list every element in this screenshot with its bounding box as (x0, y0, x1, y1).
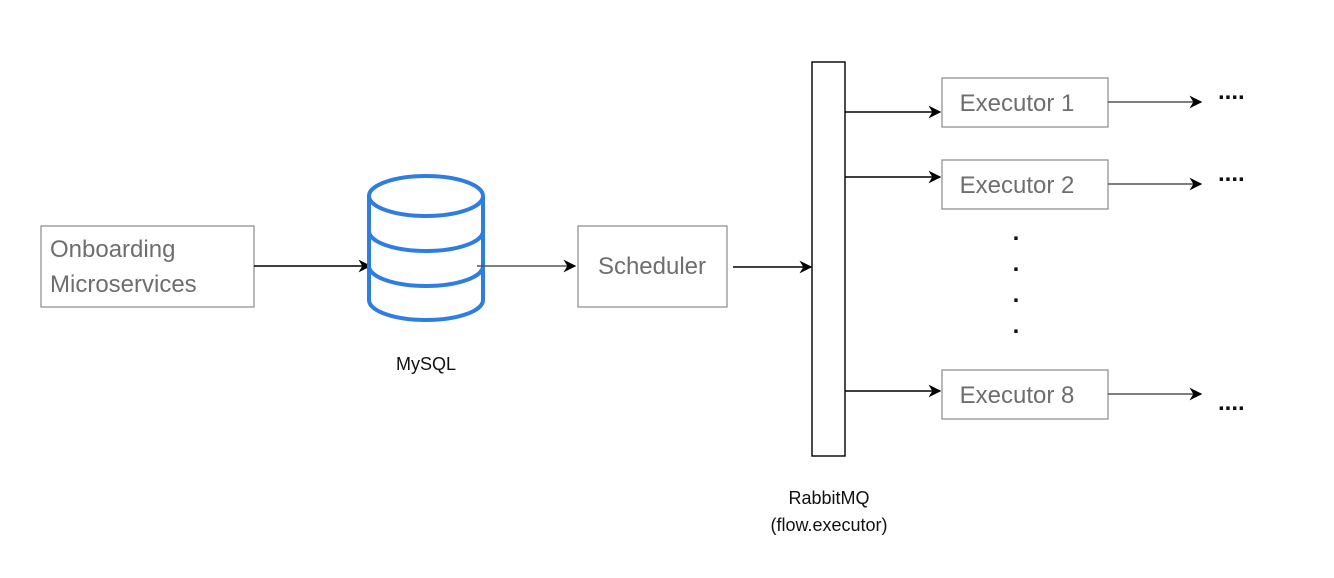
output-ellipsis-8: .... (1218, 389, 1245, 416)
onboarding-label-line1: Onboarding (50, 236, 175, 263)
rabbitmq-label-line2: (flow.executor) (770, 515, 887, 535)
executor-1-label: Executor 1 (960, 90, 1075, 117)
rabbitmq-queue-bar (811, 61, 846, 457)
database-icon (367, 174, 485, 322)
onboarding-microservices-node: Onboarding Microservices (40, 225, 255, 308)
executor-8-node: Executor 8 (941, 369, 1109, 420)
vertical-dot-3: . (1013, 281, 1020, 308)
output-ellipsis-2: .... (1218, 160, 1245, 187)
executor-2-node: Executor 2 (941, 159, 1109, 210)
rabbitmq-label-line1: RabbitMQ (788, 488, 869, 508)
mysql-label: MySQL (396, 354, 456, 374)
scheduler-label: Scheduler (598, 253, 706, 280)
onboarding-label-line2: Microservices (50, 271, 197, 298)
vertical-dot-4: . (1013, 312, 1020, 339)
executor-1-node: Executor 1 (941, 77, 1109, 128)
output-ellipsis-1: .... (1218, 78, 1245, 105)
vertical-dot-2: . (1013, 250, 1020, 277)
executor-2-label: Executor 2 (960, 172, 1075, 199)
vertical-dot-1: . (1013, 219, 1020, 246)
scheduler-node: Scheduler (577, 225, 728, 308)
executor-8-label: Executor 8 (960, 382, 1075, 409)
vertical-ellipsis: . . . . (1013, 219, 1020, 339)
